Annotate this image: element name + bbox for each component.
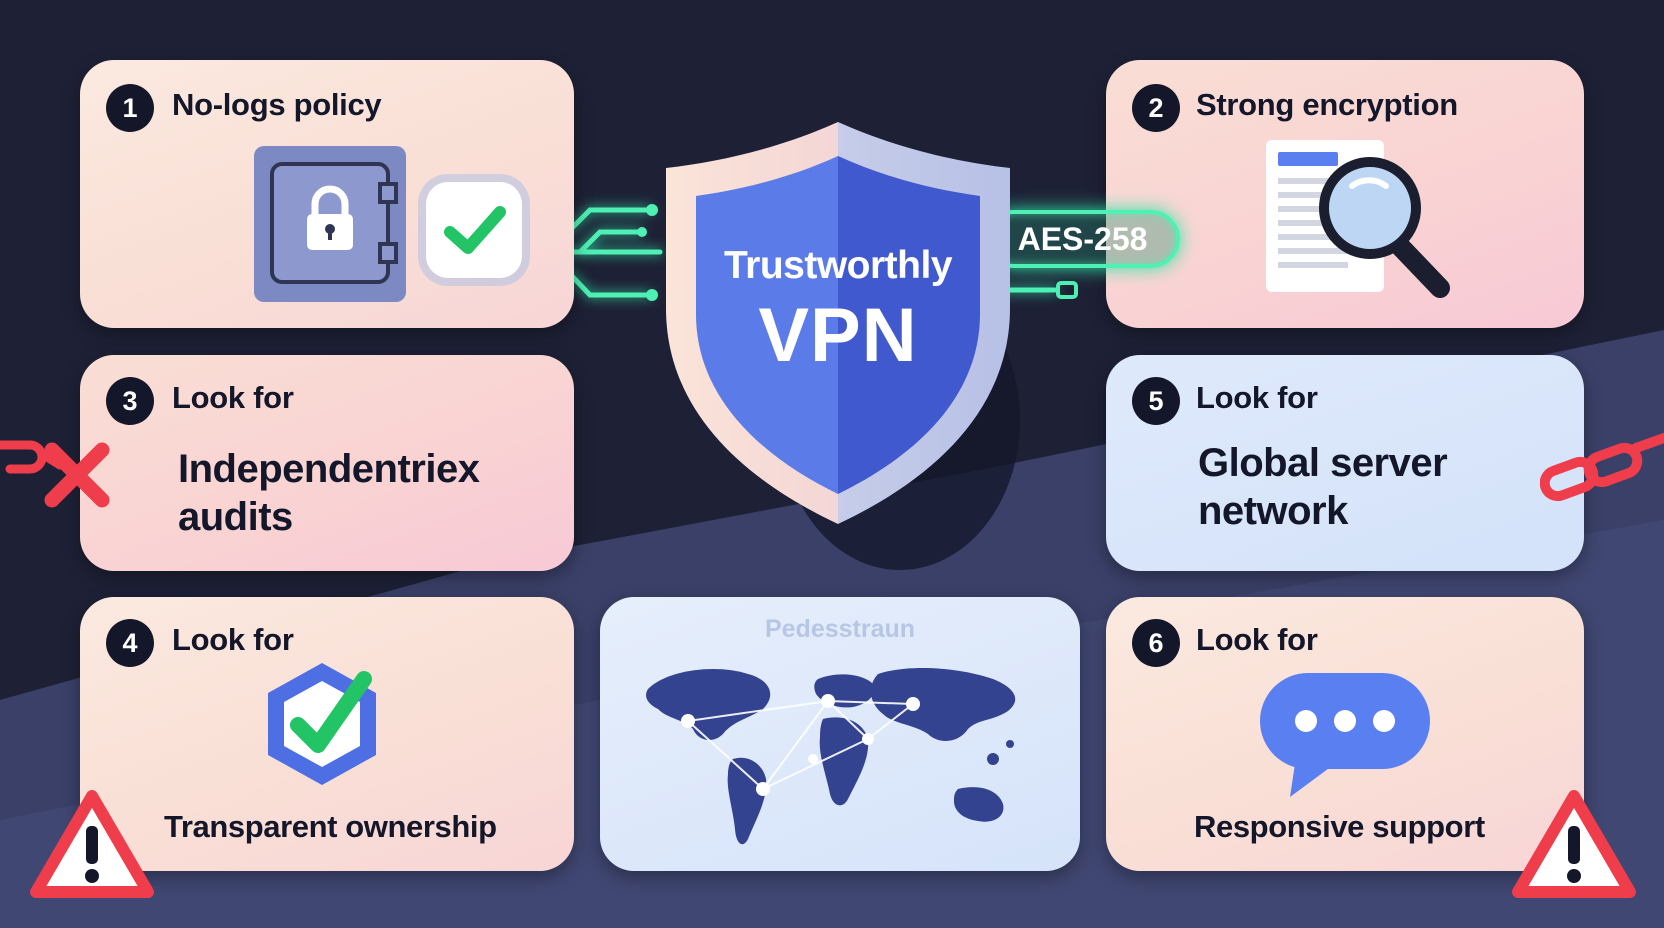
card-responsive-support: 6 Look for Responsive support	[1106, 597, 1584, 871]
shield-main-label: VPN	[758, 293, 918, 378]
step-badge-1: 1	[106, 84, 154, 132]
x-mark-icon	[44, 442, 110, 508]
card-no-logs: 1 No-logs policy	[80, 60, 574, 328]
world-map-icon	[646, 667, 1016, 845]
checkmark-icon	[426, 182, 522, 278]
map-label: Pedesstraun	[764, 615, 916, 643]
card-independent-audits: 3 Look for Independentriex audits	[80, 355, 574, 571]
step-badge-6: 6	[1132, 619, 1180, 667]
safe-lock-icon	[254, 146, 406, 302]
step-badge-5: 5	[1132, 377, 1180, 425]
card-heading-3: Independentriex audits	[178, 445, 480, 541]
step-badge-4: 4	[106, 619, 154, 667]
card-title-4: Look for	[172, 622, 294, 657]
card-title-1: No-logs policy	[172, 87, 382, 122]
card-global-network: 5 Look for Global server network	[1106, 355, 1584, 571]
step-badge-3: 3	[106, 377, 154, 425]
magnifier-icon	[1319, 157, 1450, 298]
shield-title: Trustworthly	[723, 244, 953, 287]
chain-icon	[1540, 433, 1664, 502]
card-title-5: Look for	[1196, 380, 1318, 415]
step-badge-2: 2	[1132, 84, 1180, 132]
card-caption-4: Transparent ownership	[164, 809, 497, 844]
card-strong-encryption: 2 Strong encryption	[1106, 60, 1584, 328]
card-title-6: Look for	[1196, 622, 1318, 657]
map-card	[600, 597, 1080, 871]
card-transparent-ownership: 4 Look for Transparent ownership	[80, 597, 574, 871]
card-heading-5: Global server network	[1198, 439, 1448, 535]
warning-icon-left	[30, 790, 154, 898]
card-caption-6: Responsive support	[1194, 809, 1485, 844]
chat-bubble-icon	[1260, 673, 1430, 797]
shield-check-icon	[268, 663, 376, 785]
vpn-shield-icon	[666, 122, 1010, 524]
card-heading-5-line-1: Global server	[1198, 441, 1448, 485]
card-heading-3-line-2: audits	[178, 495, 293, 539]
warning-icon-right	[1512, 790, 1636, 898]
card-title-2: Strong encryption	[1196, 87, 1458, 122]
card-heading-5-line-2: network	[1198, 489, 1348, 533]
card-title-3: Look for	[172, 380, 294, 415]
card-heading-3-line-1: Independentriex	[178, 447, 480, 491]
